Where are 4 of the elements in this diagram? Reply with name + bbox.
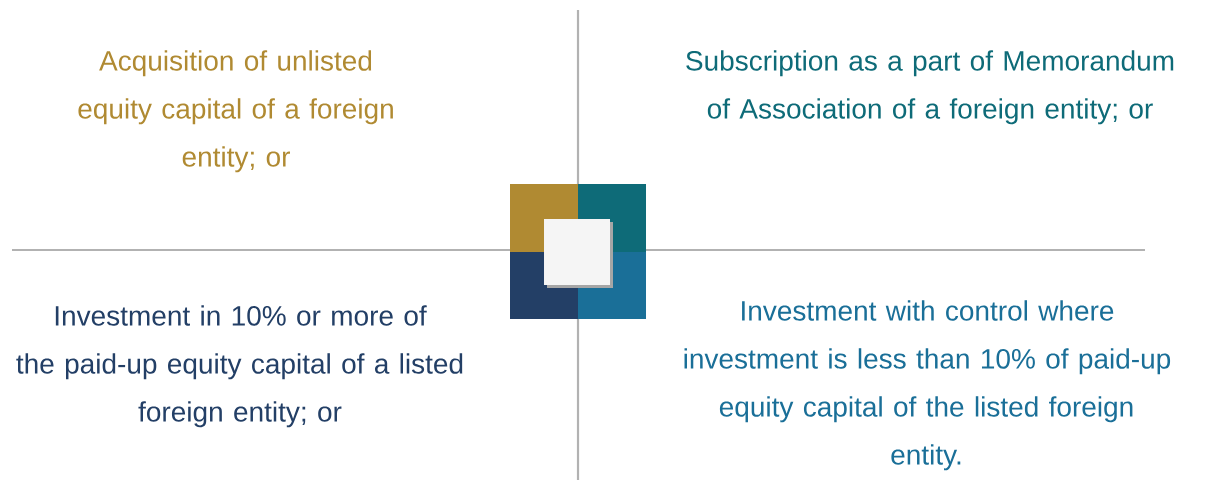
- quadrant-text: Investment in 10% or more of the paid-up equity capital of a listed foreign entity; or: [16, 305, 463, 428]
- quadrant-text: Investment with control where investment is less than 10% of paid-up equity capital of the listed foreign entity.: [684, 300, 1171, 471]
- quadrant-text: Subscription as a part of Memorandum of Association of a foreign entity; or: [686, 50, 1174, 125]
- quadrant-text: Acquisition of unlisted equity capital of a foreign entity; or: [78, 50, 393, 173]
